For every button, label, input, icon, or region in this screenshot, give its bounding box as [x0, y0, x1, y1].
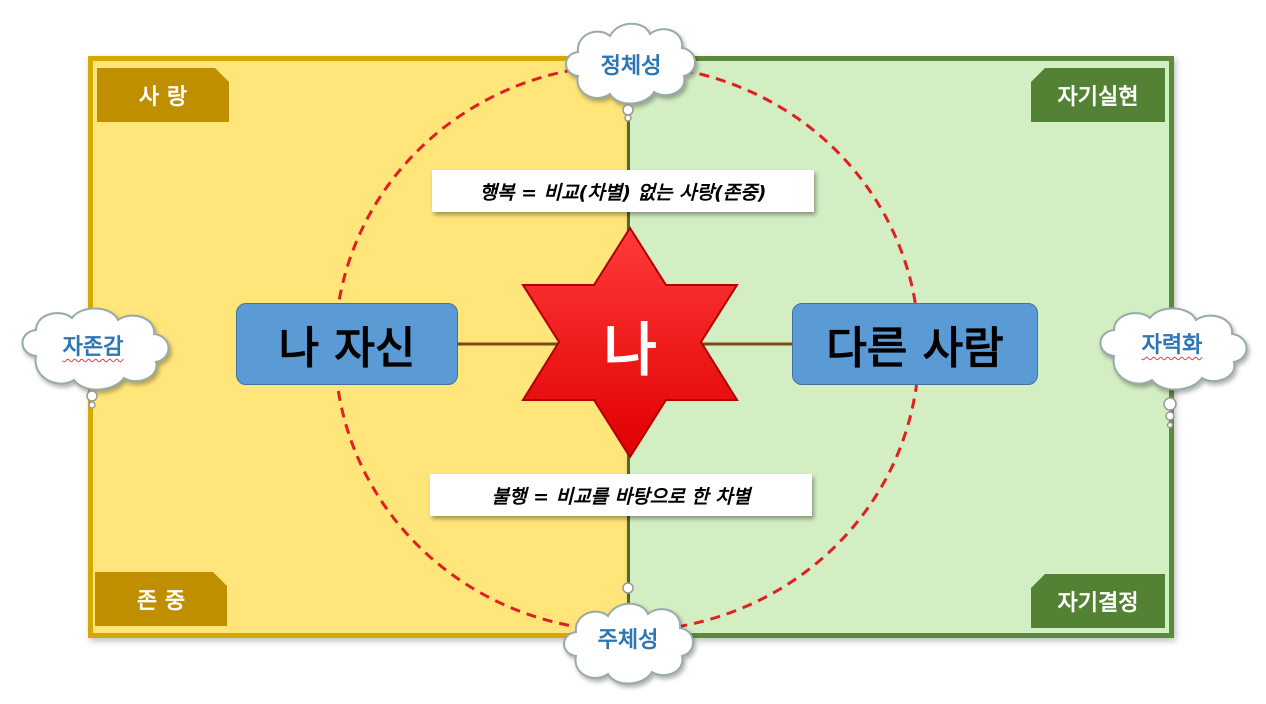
corner-label-self-determination: 자기결정 — [1031, 574, 1165, 628]
cloud-label-empowerment-wrap: 자력화 — [1104, 318, 1240, 368]
other-person-box: 다른 사람 — [792, 303, 1038, 385]
cloud-label-self-esteem: 자존감 — [62, 335, 124, 360]
cloud-bottom-icon — [563, 582, 694, 685]
cloud-label-agency: 주체성 — [597, 628, 659, 653]
cloud-label-identity: 정체성 — [600, 54, 662, 79]
unhappiness-formula: 불행 = 비교를 바탕으로 한 차별 — [430, 474, 812, 516]
star-label: 나 — [603, 316, 657, 384]
corner-label-love: 사 랑 — [97, 68, 229, 122]
star-shape — [521, 226, 739, 459]
self-box: 나 자신 — [236, 303, 458, 385]
corner-label-self-actualization: 자기실현 — [1031, 68, 1165, 122]
cloud-label-self-esteem-wrap: 자존감 — [28, 320, 158, 370]
cloud-left-icon — [21, 307, 170, 409]
cloud-right-icon — [1099, 307, 1248, 429]
corner-label-respect: 존 중 — [95, 572, 227, 626]
cloud-label-empowerment: 자력화 — [1141, 333, 1203, 358]
happiness-formula: 행복 = 비교(차별) 없는 사랑(존중) — [432, 170, 814, 212]
cloud-top-icon — [565, 22, 696, 122]
